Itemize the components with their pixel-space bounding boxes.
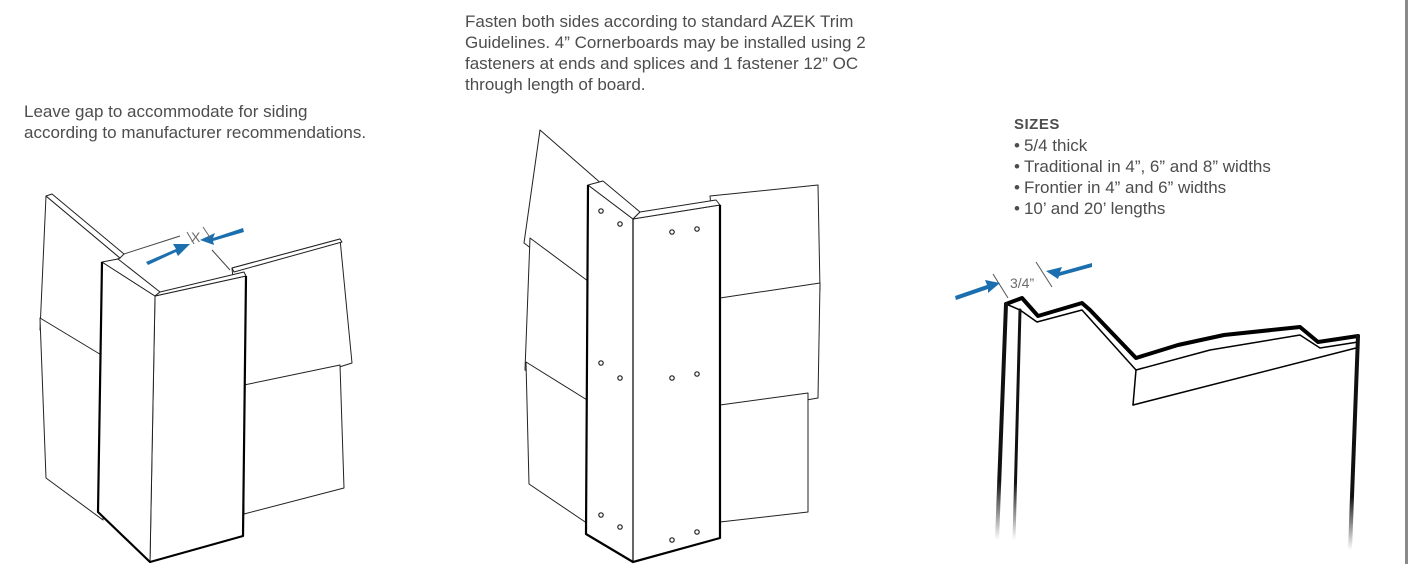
sizes-heading: SIZES [1014, 116, 1060, 133]
gap-dimension: X [146, 226, 244, 265]
sizes-list-item: •10’ and 20’ lengths [1014, 199, 1166, 218]
cornerboard-right-face [149, 275, 247, 563]
right-siding-board-3 [719, 392, 809, 523]
gap-instruction-caption: Leave gap to accommodate for siding acco… [24, 102, 367, 142]
fastening-instruction-caption: Fasten both sides according to standard … [465, 12, 866, 94]
cornerboard-right-face [632, 204, 721, 563]
cornerboard-left-face [585, 184, 634, 563]
profile-outline [1004, 296, 1360, 360]
gap-label: X [191, 229, 201, 245]
corner-gap-illustration [39, 193, 353, 564]
sizes-list-item: •Traditional in 4”, 6” and 8” widths [1014, 157, 1271, 176]
sizes-panel: SIZES •5/4 thick •Traditional in 4”, 6” … [1014, 116, 1394, 219]
thickness-arrow-right [1046, 263, 1092, 279]
gap-arrow-right [200, 228, 244, 245]
sizes-list-item: •Frontier in 4” and 6” widths [1014, 178, 1227, 197]
sizes-list-item: •5/4 thick [1014, 136, 1088, 155]
cornerboard-profile-illustration [995, 296, 1360, 553]
right-siding-board-lower [243, 364, 345, 515]
gap-arrow-left [146, 244, 190, 265]
thickness-arrow-left [955, 280, 1000, 300]
thickness-dimension: 3/4” [955, 261, 1092, 300]
left-siding-board-lower [39, 317, 104, 521]
corner-fastening-illustration [523, 129, 821, 564]
thickness-label: 3/4” [1010, 275, 1034, 291]
fastener-holes [598, 208, 700, 543]
cornerboard-left-face [97, 261, 156, 563]
sizes-list: •5/4 thick •Traditional in 4”, 6” and 8”… [1014, 135, 1394, 219]
page-edge-divider [1405, 0, 1408, 564]
